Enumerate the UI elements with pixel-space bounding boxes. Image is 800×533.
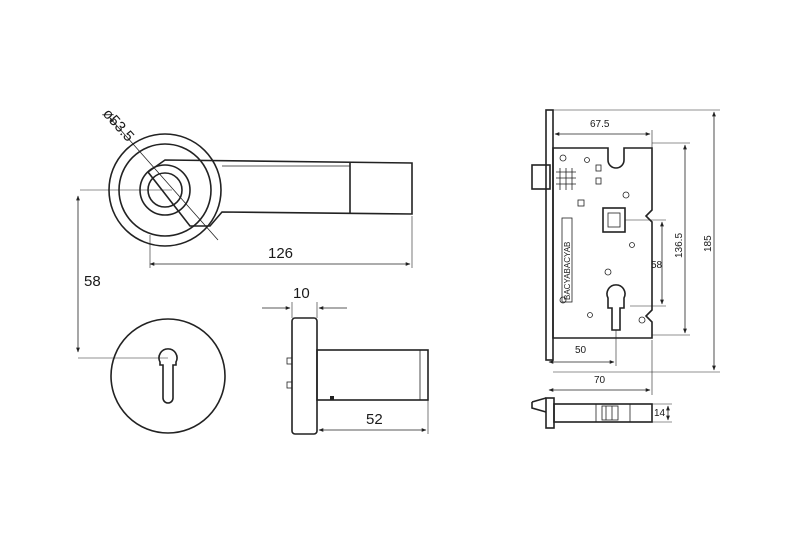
faceplate <box>545 109 554 361</box>
case-text: BACYABACYAB <box>563 242 572 300</box>
latch-bolt <box>531 164 551 190</box>
lock-height-label: 185 <box>703 235 714 252</box>
mortise-top-view: 14 <box>531 397 672 429</box>
hole-distance-label: 58 <box>651 260 663 271</box>
backset-label: 50 <box>575 345 587 356</box>
escutcheon-plate <box>110 318 226 434</box>
case-text-strip <box>561 217 573 303</box>
center-distance-dimension: 58 <box>76 195 168 359</box>
latch-spring <box>556 168 576 190</box>
top-faceplate <box>545 397 555 429</box>
mortise-lock-view: BACYABACYAB 67.5 185 136.5 58 <box>531 109 720 395</box>
keyhole-cutout <box>158 348 178 404</box>
spindle-hub <box>602 207 626 233</box>
escutcheon-view <box>110 318 226 434</box>
case-width-label: 70 <box>594 375 606 386</box>
rose-thickness-label: 10 <box>293 285 310 302</box>
lever-length-label: 126 <box>268 245 293 262</box>
latch-projection-label: 14 <box>654 408 666 419</box>
side-view: 10 52 <box>262 285 429 435</box>
spindle-side <box>316 349 429 401</box>
cylinder-hole <box>606 284 626 331</box>
rose-diameter-label: ø53.5 <box>99 105 137 145</box>
rose-side <box>291 317 318 435</box>
top-case <box>553 403 653 423</box>
center-distance-label: 58 <box>84 273 101 290</box>
faceplate-height-label: 136.5 <box>674 233 685 258</box>
lever-handle-view: ø53.5 126 <box>80 105 413 268</box>
diameter-leader <box>109 117 219 241</box>
lock-case <box>552 147 653 339</box>
lever-body <box>146 159 413 227</box>
spindle-length-label: 52 <box>366 411 383 428</box>
backset-plate-label: 67.5 <box>590 119 610 130</box>
